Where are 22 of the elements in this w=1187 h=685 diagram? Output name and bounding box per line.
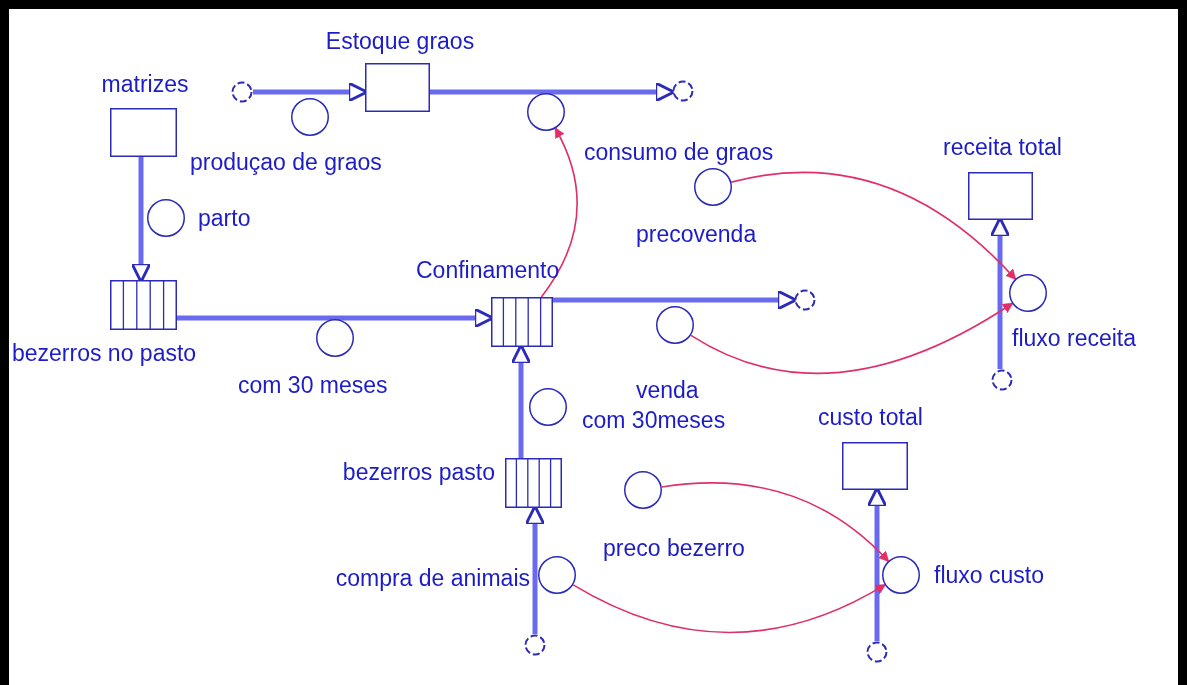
variable-label: produçao de graos xyxy=(190,148,383,176)
variable-label: matrizes xyxy=(100,70,190,98)
connector-arrow xyxy=(730,171,1017,280)
variable-label: fluxo receita xyxy=(1012,324,1137,352)
connector-arrow xyxy=(690,302,1014,375)
variable-label: com 30 meses xyxy=(238,371,389,399)
variable-label: bezerros no pasto xyxy=(12,339,198,367)
connector-arrow xyxy=(660,482,890,562)
connector-arrow xyxy=(572,584,886,634)
variable-label: fluxo custo xyxy=(934,561,1045,589)
variable-label: Estoque graos xyxy=(324,27,476,55)
variable-label: consumo de graos xyxy=(584,138,775,166)
variable-label: parto xyxy=(198,204,252,232)
variable-label: bezerros pasto xyxy=(341,458,495,486)
variable-label: receita total xyxy=(942,133,1063,161)
variable-label: compra de animais xyxy=(334,564,530,592)
variable-label: precovenda xyxy=(636,220,758,248)
variable-label: custo total xyxy=(818,403,924,431)
variable-label: preco bezerro xyxy=(603,534,746,562)
connector-arrow xyxy=(540,127,578,298)
variable-label: com 30meses xyxy=(582,406,727,434)
variable-label: venda xyxy=(636,376,700,404)
